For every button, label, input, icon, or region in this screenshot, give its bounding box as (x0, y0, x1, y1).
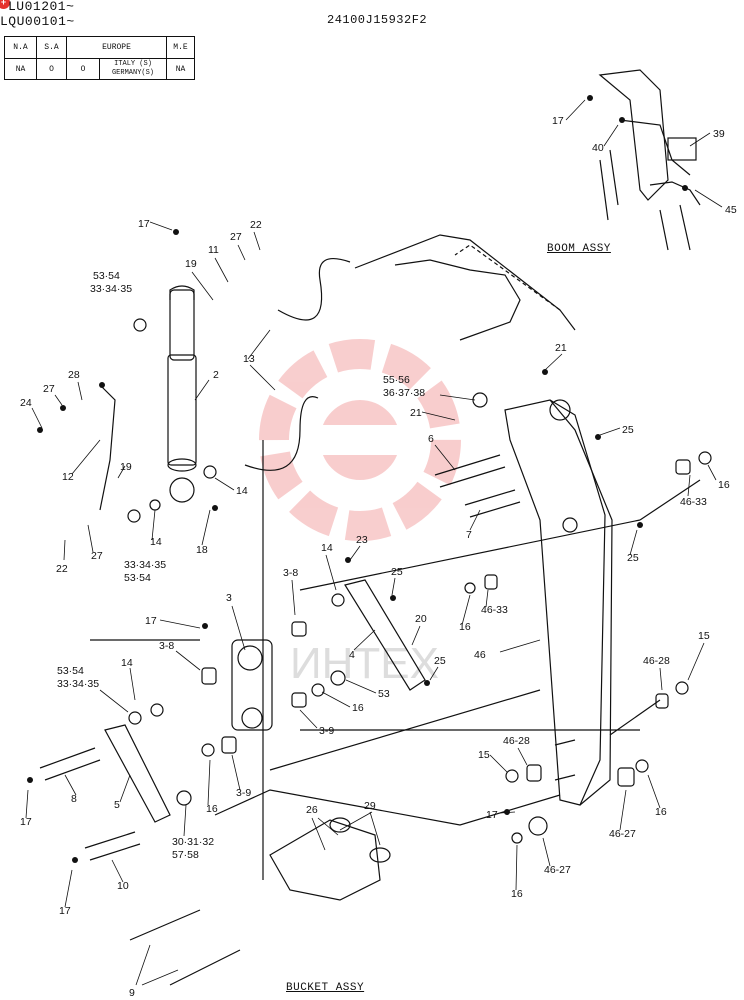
callout: 33·34·35 (57, 678, 99, 690)
callout: 18 (196, 544, 208, 556)
callout: 28 (68, 369, 80, 381)
callout: 46-33 (481, 604, 508, 616)
callout: 23 (356, 534, 368, 546)
callout: 36·37·38 (383, 387, 425, 399)
callout: 20 (415, 613, 427, 625)
callout: 14 (236, 485, 248, 497)
callout: 46-27 (544, 864, 571, 876)
callout: 24 (20, 397, 32, 409)
callout: 8 (71, 793, 77, 805)
boom-assy-label: BOOM ASSY (547, 243, 611, 255)
callout: 46-28 (503, 735, 530, 747)
callout: 25 (622, 424, 634, 436)
callout: 40 (592, 142, 604, 154)
watermark-text: ИНТЕХ (290, 639, 439, 688)
callout: 27 (91, 550, 103, 562)
callout: 25 (434, 655, 446, 667)
watermark-logo-icon (259, 339, 461, 541)
spec-cell-me: NA (166, 58, 195, 80)
leader-lines (25, 99, 723, 986)
callout: 3-8 (159, 640, 174, 652)
serial-range-1: LU01201~ (8, 0, 75, 14)
callout: 33·34·35 (124, 559, 166, 571)
callout: 17 (20, 816, 32, 828)
callout: 7 (466, 529, 472, 541)
callout: 14 (150, 536, 162, 548)
callout: 21 (410, 407, 422, 419)
callout: 53·54 (93, 270, 120, 282)
callout: 21 (555, 342, 567, 354)
callout: 53·54 (124, 572, 151, 584)
callout: 14 (321, 542, 333, 554)
callout: 9 (129, 987, 135, 999)
callout: 39 (713, 128, 725, 140)
callout: 2 (213, 369, 219, 381)
callout: 11 (208, 244, 219, 256)
callout: 17 (486, 809, 498, 821)
callout: 27 (230, 231, 242, 243)
callout: 46-28 (643, 655, 670, 667)
callout: 16 (655, 806, 667, 818)
callout: 15 (698, 630, 710, 642)
callout: 33·34·35 (90, 283, 132, 295)
callout: 16 (511, 888, 523, 900)
callout: 27 (43, 383, 55, 395)
callout: 13 (243, 353, 255, 365)
callout: 45 (725, 204, 737, 216)
callout: 19 (185, 258, 197, 270)
callout: 46-27 (609, 828, 636, 840)
bucket-assy-label: BUCKET ASSY (286, 982, 365, 994)
callout: 17 (138, 218, 150, 230)
callout: 16 (459, 621, 471, 633)
diagram-linework (39, 69, 712, 986)
callout: 19 (120, 461, 132, 473)
callout: 3 (226, 592, 232, 604)
serial-range-2: LQU00101~ (0, 14, 75, 29)
callout: 17 (59, 905, 71, 917)
red-marker-icon: + (0, 0, 10, 9)
callout: 25 (391, 566, 403, 578)
callout: 22 (56, 563, 68, 575)
callout: 17 (145, 615, 157, 627)
callout: 22 (250, 219, 262, 231)
callout: 3-9 (236, 787, 251, 799)
callout: 30·31·32 (172, 836, 214, 848)
callout: 3-8 (283, 567, 298, 579)
spec-country-italy: ITALY (S) (114, 60, 152, 68)
callout: 57·58 (172, 849, 199, 861)
callout: 5 (114, 799, 120, 811)
callout: 53 (378, 688, 390, 700)
callout: 16 (718, 479, 730, 491)
callout: 26 (306, 804, 318, 816)
callout: 53·54 (57, 665, 84, 677)
callout: 3-9 (319, 725, 334, 737)
callout: 4 (349, 649, 355, 661)
callout: 29 (364, 800, 376, 812)
callout: 46 (474, 649, 486, 661)
callout: 10 (117, 880, 129, 892)
callout: 6 (428, 433, 434, 445)
callout: 55·56 (383, 374, 410, 386)
callout: 16 (206, 803, 218, 815)
market-spec-table: N.A S.A EUROPE M.E NA O O ITALY (S) GERM… (4, 36, 195, 80)
callout: 14 (121, 657, 133, 669)
callout: 46-33 (680, 496, 707, 508)
callout: 12 (62, 471, 74, 483)
spec-country-germany: GERMANY(S) (111, 69, 154, 77)
grease-fitting-icons (27, 95, 688, 863)
callout: 16 (352, 702, 364, 714)
callout: 17 (552, 115, 564, 127)
drawing-number: 24100J15932F2 (327, 13, 428, 27)
callout: 25 (627, 552, 639, 564)
callout: 15 (478, 749, 490, 761)
